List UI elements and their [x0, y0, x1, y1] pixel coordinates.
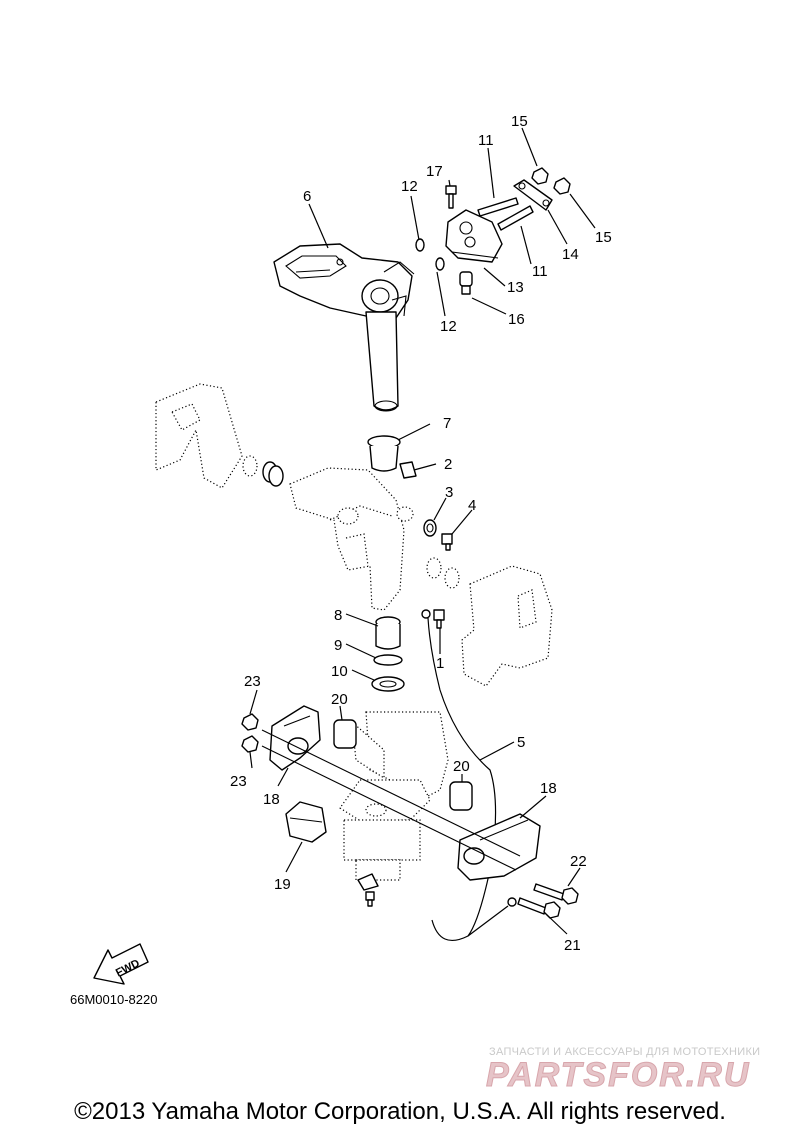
- watermark-line1: ЗАПЧАСТИ И АКСЕССУАРЫ ДЛЯ МОТОТЕХНИКИ: [489, 1046, 760, 1058]
- bushing-part-8: [375, 616, 401, 650]
- through-bolt-line: [261, 729, 521, 871]
- ground-lead-part-5: [421, 609, 517, 941]
- screw-part-1: [433, 609, 445, 629]
- grease-nipple-part-16: [459, 271, 473, 295]
- copyright-notice: ©2013 Yamaha Motor Corporation, U.S.A. A…: [74, 1098, 726, 1125]
- callout-18-left: 18: [263, 791, 280, 808]
- callout-7: 7: [443, 415, 451, 432]
- callout-23-top: 23: [244, 673, 261, 690]
- nut-part-23: [241, 713, 259, 753]
- bolt-part-22: [533, 883, 579, 905]
- callout-20-right: 20: [453, 758, 470, 775]
- leader-lines: [249, 127, 596, 935]
- callout-4: 4: [468, 497, 476, 514]
- bolt-part-17: [445, 185, 457, 209]
- fwd-arrow: FWD: [93, 943, 149, 985]
- callout-15-top: 15: [511, 113, 528, 130]
- steering-bracket-part-6: [273, 243, 415, 412]
- callout-3: 3: [445, 484, 453, 501]
- rubber-block-part-20: [333, 719, 473, 811]
- bushing-part-3: [423, 519, 437, 537]
- swivel-bushings: [242, 455, 460, 589]
- nut-part-15: [531, 167, 571, 195]
- callout-5: 5: [517, 734, 525, 751]
- plate-part-2: [399, 461, 417, 479]
- bushing-part-7: [367, 435, 401, 472]
- callout-11-bottom: 11: [532, 263, 548, 280]
- callout-8: 8: [334, 607, 342, 624]
- callout-17: 17: [426, 163, 443, 180]
- callout-14: 14: [562, 246, 579, 263]
- callout-21: 21: [564, 937, 581, 954]
- callout-2: 2: [444, 456, 452, 473]
- washer-part-12: [415, 238, 445, 271]
- clamp-bracket-ghost-left: [155, 383, 243, 489]
- plate-part-14: [513, 179, 553, 211]
- o-ring-part-9: [373, 654, 403, 666]
- callout-labels: 6 12 17 11 15 15 14 11 13 16 12 7 2 3 4 …: [230, 113, 612, 954]
- seal-part-10: [371, 676, 405, 692]
- callout-12-bottom: 12: [440, 318, 457, 335]
- clip-and-screw: [357, 873, 379, 907]
- rubber-mount-part-19: [285, 801, 327, 843]
- callout-22: 22: [570, 853, 587, 870]
- friction-block-part-13: [445, 209, 503, 263]
- watermark: ЗАПЧАСТИ И АКСЕССУАРЫ ДЛЯ МОТОТЕХНИКИ PA…: [486, 1046, 761, 1095]
- callout-19: 19: [274, 876, 291, 893]
- bolt-part-4: [441, 533, 453, 551]
- swivel-bracket: [289, 467, 414, 611]
- clamp-bracket-ghost-right: [461, 565, 553, 687]
- callout-13: 13: [507, 279, 524, 296]
- stud-part-11: [477, 197, 534, 231]
- callout-23-bottom: 23: [230, 773, 247, 790]
- watermark-brand: PARTSFOR.RU: [486, 1056, 750, 1094]
- callout-1: 1: [436, 655, 444, 672]
- callout-6: 6: [303, 188, 311, 205]
- bolt-part-21: [517, 897, 561, 919]
- callout-10: 10: [331, 663, 348, 680]
- drawing-code: 66M0010-8220: [70, 992, 157, 1007]
- callout-15-right: 15: [595, 229, 612, 246]
- rubber-mount-part-18-right: [457, 813, 541, 881]
- lower-case-ghost: [339, 711, 449, 881]
- callout-20-left: 20: [331, 691, 348, 708]
- callout-11-top: 11: [478, 132, 494, 149]
- callout-16: 16: [508, 311, 525, 328]
- callout-18-right: 18: [540, 780, 557, 797]
- callout-9: 9: [334, 637, 342, 654]
- callout-12-top: 12: [401, 178, 418, 195]
